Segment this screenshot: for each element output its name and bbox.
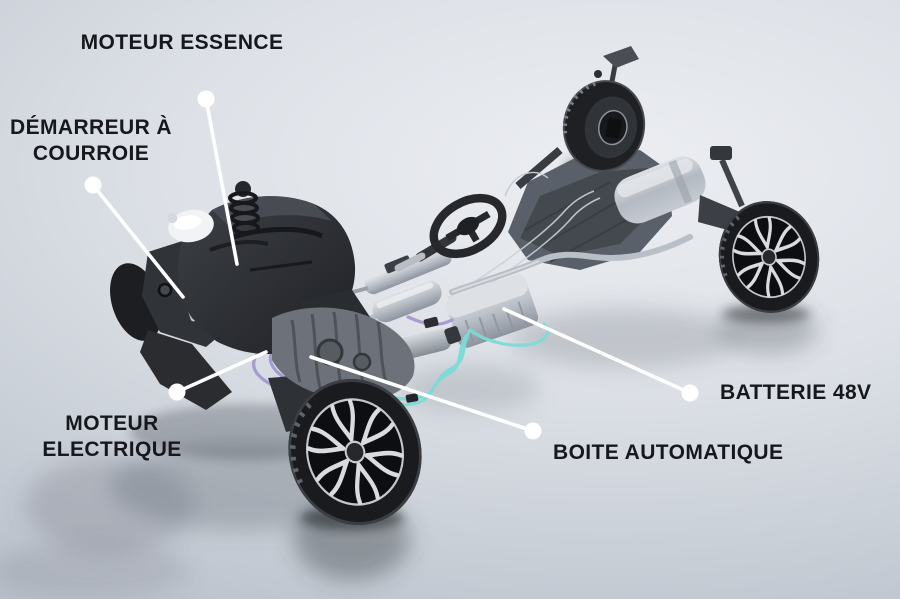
rear-left-wheel bbox=[562, 80, 646, 172]
transmission-unit bbox=[272, 307, 415, 401]
label-electric-motor: MOTEUR ELECTRIQUE bbox=[26, 411, 198, 463]
floor-reflections bbox=[0, 167, 818, 598]
leader-belt-starter bbox=[91, 183, 185, 299]
label-belt-starter: DÉMARREUR À COURROIE bbox=[5, 115, 177, 167]
front-subframe bbox=[140, 330, 232, 410]
leader-automatic-gearbox bbox=[309, 355, 535, 433]
fuel-tank bbox=[614, 156, 706, 224]
label-automatic-gearbox-text: BOITE AUTOMATIQUE bbox=[553, 441, 784, 464]
rear-right-suspension bbox=[710, 146, 745, 208]
rear-wire bbox=[504, 171, 549, 197]
label-electric-motor-line1: MOTEUR bbox=[65, 412, 159, 435]
label-belt-starter-line1: DÉMARREUR À bbox=[10, 116, 172, 139]
callout-dots bbox=[84, 90, 699, 440]
leader-electric-motor bbox=[175, 350, 268, 394]
label-petrol-engine: MOTEUR ESSENCE bbox=[62, 30, 302, 56]
purple-cable-connector bbox=[423, 316, 439, 329]
label-belt-starter-line2: COURROIE bbox=[32, 142, 150, 165]
label-electric-motor-line2: ELECTRIQUE bbox=[42, 438, 182, 461]
front-assembly bbox=[110, 181, 439, 541]
dot-automatic-gearbox bbox=[524, 422, 542, 440]
label-battery-48v-text: BATTERIE 48V bbox=[720, 381, 872, 404]
rear-axle-assembly bbox=[504, 46, 828, 323]
leader-lines bbox=[91, 97, 692, 433]
label-petrol-engine-text: MOTEUR ESSENCE bbox=[80, 31, 284, 54]
leader-battery-48v bbox=[502, 307, 692, 395]
dot-electric-motor bbox=[168, 383, 186, 401]
label-battery-48v: BATTERIE 48V bbox=[720, 380, 871, 406]
dot-belt-starter bbox=[84, 176, 102, 194]
catalytic-converter bbox=[372, 279, 442, 323]
dot-battery-48v bbox=[681, 384, 699, 402]
label-automatic-gearbox: BOITE AUTOMATIQUE bbox=[553, 440, 783, 466]
suspension-strut bbox=[228, 181, 260, 235]
rear-right-wheel-shadow bbox=[722, 305, 810, 323]
coolant-reservoir bbox=[167, 209, 214, 243]
leader-petrol-engine bbox=[204, 97, 239, 266]
dot-petrol-engine bbox=[197, 90, 215, 108]
